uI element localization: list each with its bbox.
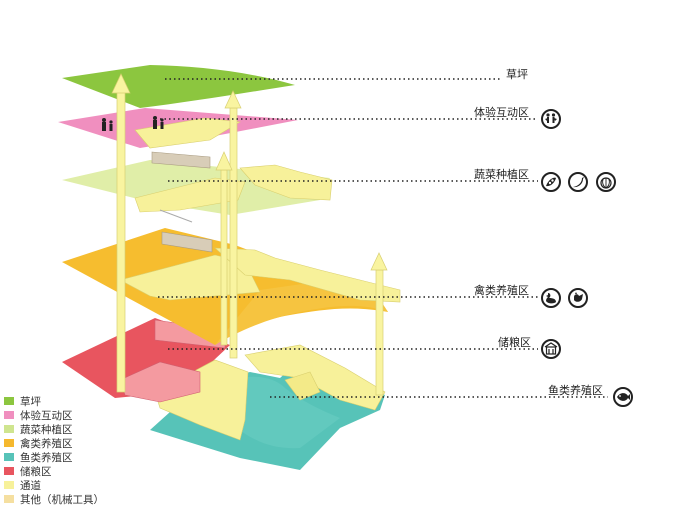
vegetable-corridor-block [239,164,333,201]
duck-icon [541,288,561,308]
legend: 草坪 体验互动区 蔬菜种植区 禽类养殖区 鱼类养殖区 储粮区 通道 其他（机械工… [4,394,104,506]
poultry-corridor-block [214,247,401,303]
layer-fish-storage [62,318,386,470]
legend-swatch [4,481,14,489]
family-icon [541,109,561,129]
arrow-head [224,90,242,109]
arrow-head [370,252,388,271]
arrow-shaft [375,269,384,396]
legend-label: 鱼类养殖区 [20,451,73,464]
legend-item: 通道 [4,478,104,492]
grass-plane [62,65,295,108]
legend-label: 储粮区 [20,465,52,478]
legend-item: 禽类养殖区 [4,436,104,450]
people-silhouettes [102,116,164,131]
layer-experience [58,108,298,149]
label-grass: 草坪 [506,68,528,81]
pea-pod-icon [541,172,561,192]
arrow-shaft [116,91,126,393]
vegetable-edge [159,209,193,223]
legend-label: 通道 [20,479,41,492]
arrow-shaft [229,107,238,359]
poultry-building [161,231,213,253]
legend-item: 体验互动区 [4,408,104,422]
connection-arrows [111,73,388,396]
legend-label: 体验互动区 [20,409,73,422]
legend-item: 鱼类养殖区 [4,450,104,464]
granary-icon [541,339,561,359]
chili-icon [568,172,588,192]
label-storage: 储粮区 [498,336,531,349]
arrow-head [111,73,131,94]
vegetable-corridor-block [134,177,246,213]
legend-item: 其他（机械工具） [4,492,104,506]
label-vegetable: 蔬菜种植区 [474,168,529,181]
layer-vegetable [62,151,333,223]
legend-item: 储粮区 [4,464,104,478]
arrow-head [215,151,233,171]
vegetable-building [151,151,211,169]
label-fish: 鱼类养殖区 [548,384,603,397]
legend-label: 其他（机械工具） [20,493,104,506]
leader-lines [158,78,608,398]
legend-swatch [4,411,14,419]
legend-swatch [4,397,14,405]
legend-swatch [4,453,14,461]
legend-item: 草坪 [4,394,104,408]
legend-label: 禽类养殖区 [20,437,73,450]
legend-label: 草坪 [20,395,41,408]
legend-swatch [4,425,14,433]
onion-icon [596,172,616,192]
legend-swatch [4,439,14,447]
storage-building [119,361,201,403]
label-experience: 体验互动区 [474,106,529,119]
legend-swatch [4,495,14,503]
fish-corridor-block [244,344,386,411]
legend-item: 蔬菜种植区 [4,422,104,436]
legend-swatch [4,467,14,475]
fish-corridor-block [284,371,321,401]
arrow-shaft [220,169,228,346]
chicken-icon [568,288,588,308]
legend-label: 蔬菜种植区 [20,423,73,436]
fish-icon [613,387,633,407]
label-poultry: 禽类养殖区 [474,284,529,297]
